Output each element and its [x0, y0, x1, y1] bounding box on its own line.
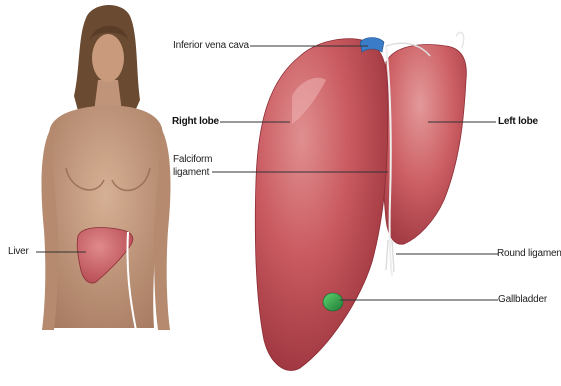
label-left-lobe: Left lobe: [498, 116, 538, 128]
face: [92, 34, 124, 82]
label-liver: Liver: [8, 246, 29, 258]
gallbladder-shape: [323, 293, 343, 311]
label-falciform-line2: ligament: [173, 167, 209, 179]
torso-figure: [42, 5, 171, 330]
left-triangular-ligament: [456, 32, 464, 48]
large-liver: [255, 32, 466, 370]
label-round-ligament: Round ligament: [497, 248, 561, 260]
torso: [46, 106, 165, 328]
label-inferior-vena-cava: Inferior vena cava: [173, 40, 249, 52]
label-right-lobe: Right lobe: [172, 116, 219, 128]
left-lobe-shape: [382, 45, 466, 245]
label-falciform-line1: Falciform: [173, 154, 212, 166]
right-lobe-shape: [255, 39, 388, 371]
label-gallbladder: Gallbladder: [498, 294, 547, 306]
